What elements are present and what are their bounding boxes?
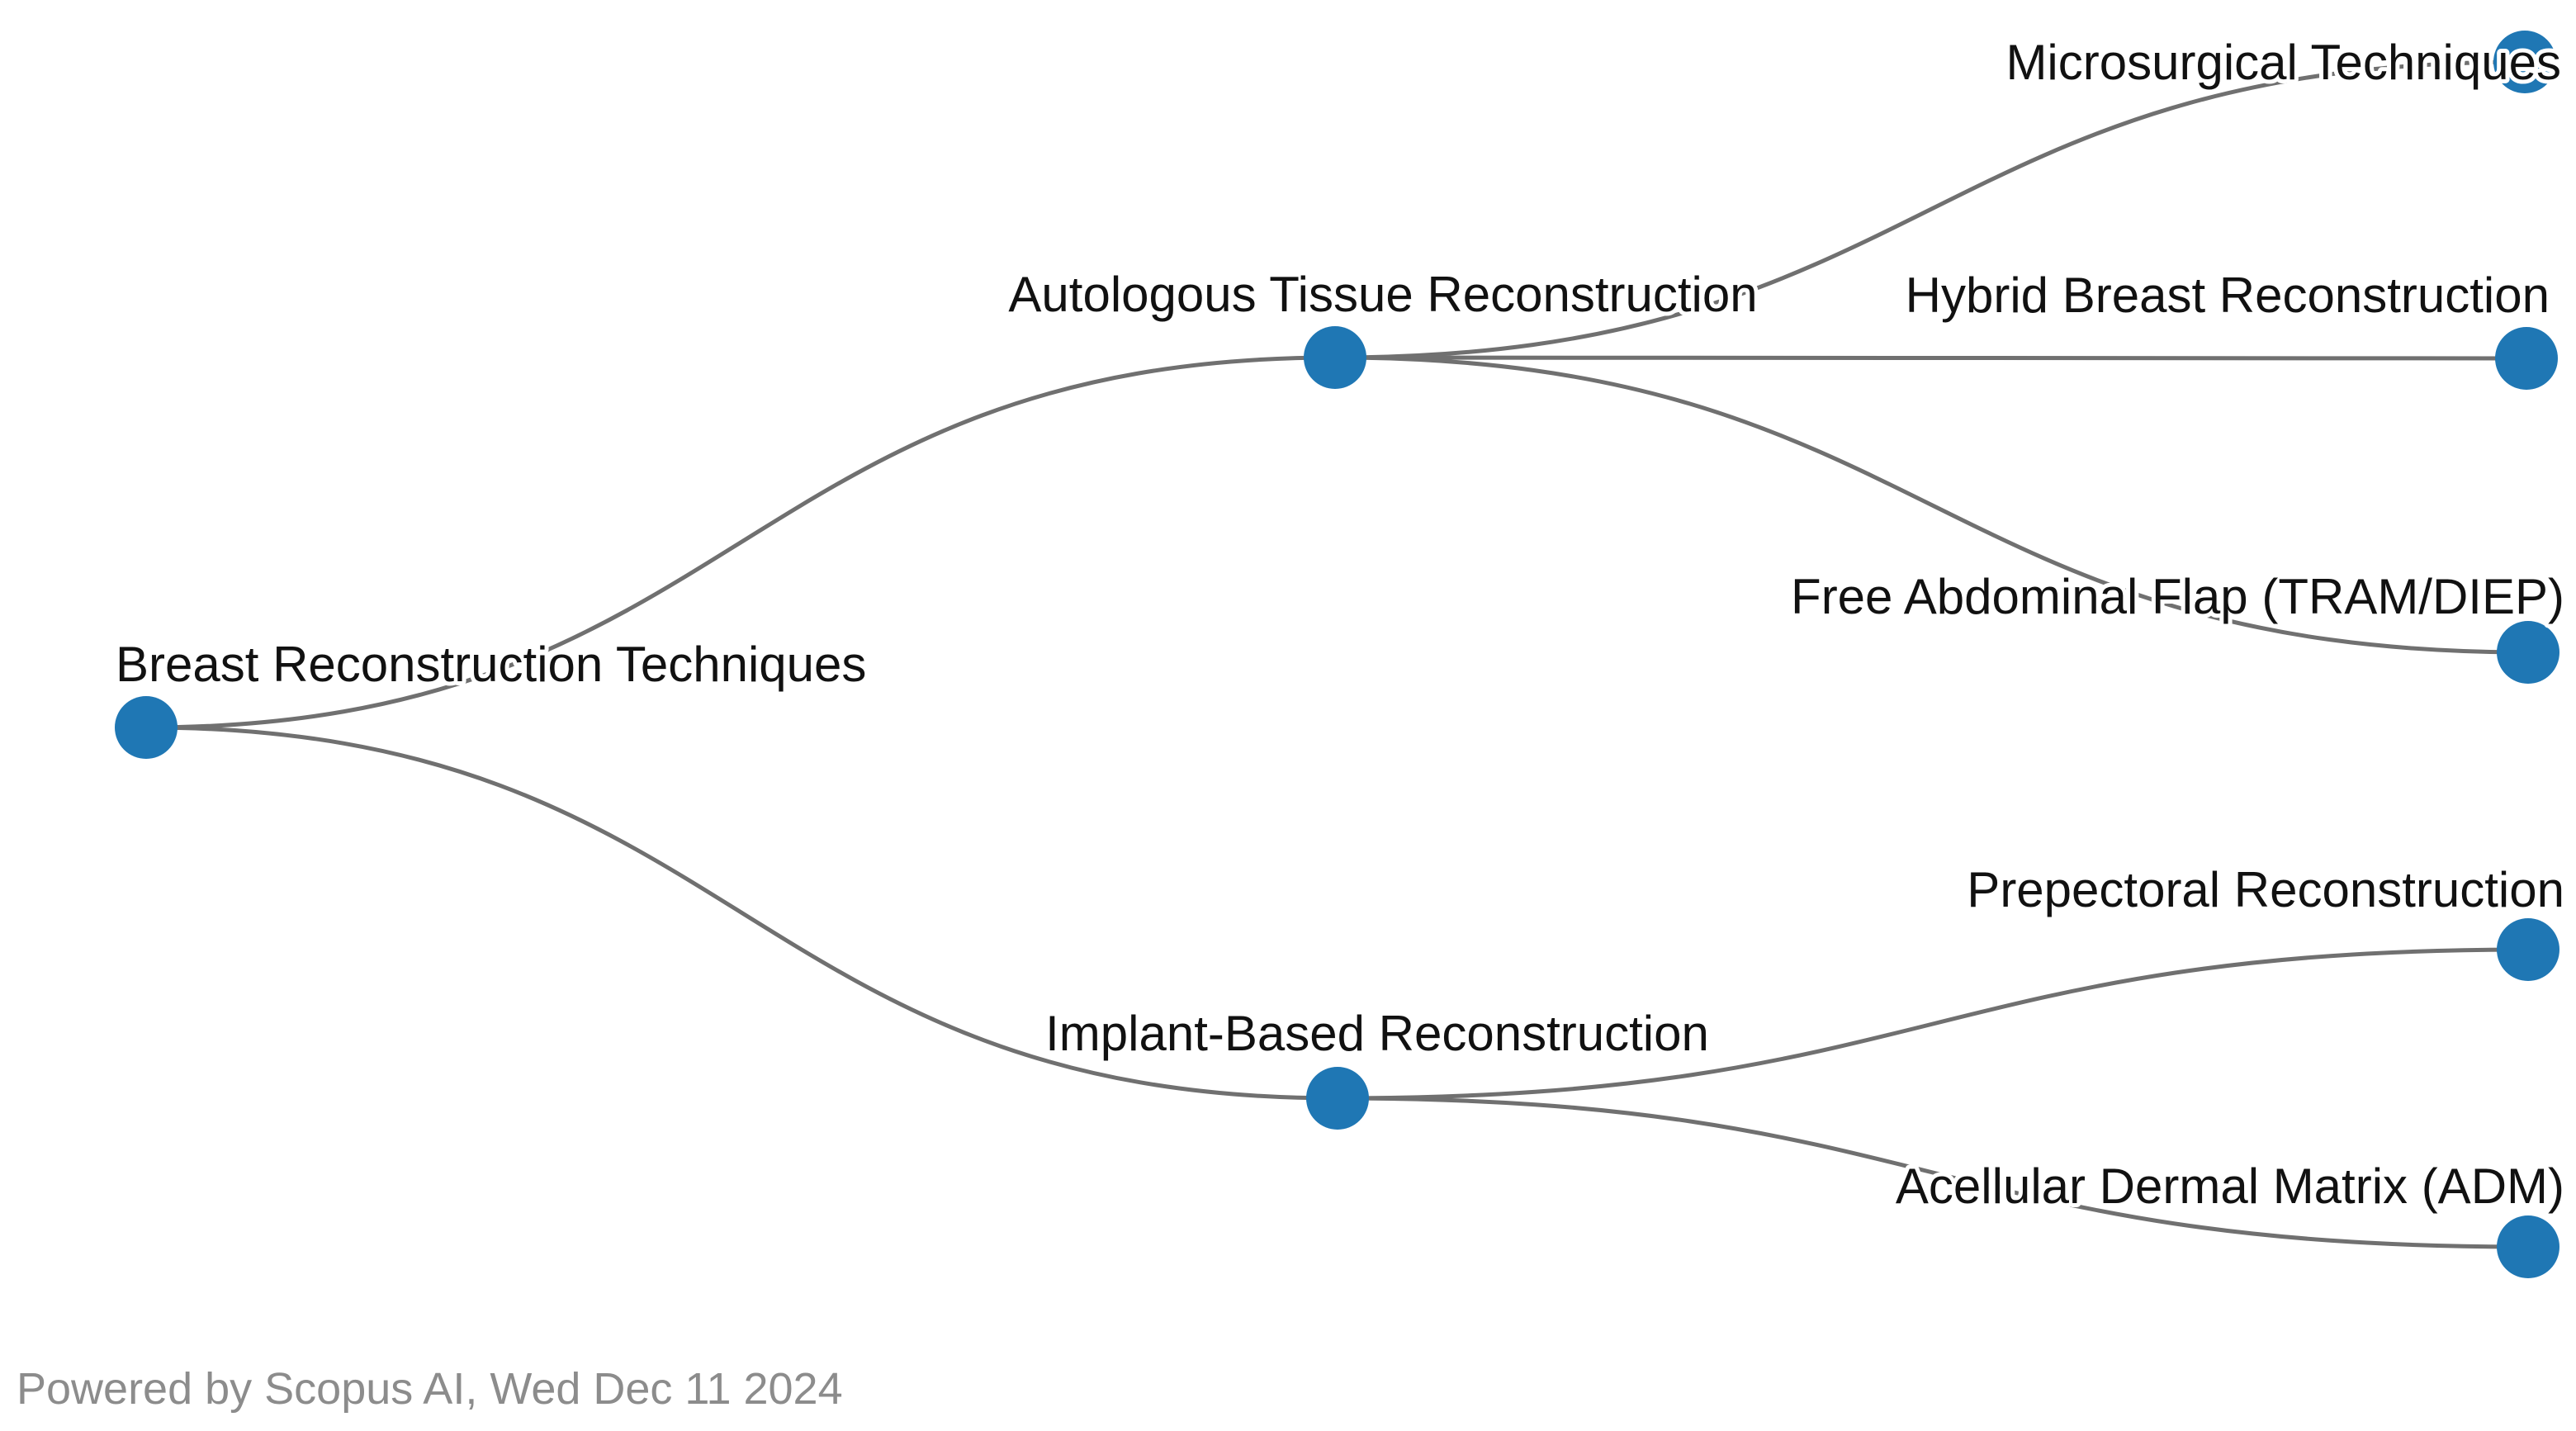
tree-link-root-implant xyxy=(145,725,1338,1101)
tree-node-label-root[interactable]: Breast Reconstruction Techniques xyxy=(111,633,870,696)
tree-node-autologous[interactable] xyxy=(1304,326,1366,389)
tree-node-label-autologous[interactable]: Autologous Tissue Reconstruction xyxy=(1004,263,1761,326)
tree-node-adm[interactable] xyxy=(2497,1215,2559,1278)
tree-node-label-hybrid[interactable]: Hybrid Breast Reconstruction xyxy=(1901,263,2554,327)
tree-node-label-microsurgical[interactable]: Microsurgical Techniques xyxy=(2001,31,2565,94)
tree-node-prepectoral[interactable] xyxy=(2497,918,2559,981)
tree-node-free-abdominal[interactable] xyxy=(2497,621,2559,684)
nodes-layer xyxy=(115,31,2559,1278)
tree-node-microsurgical[interactable] xyxy=(2493,31,2556,93)
tree-link-autologous-free-abdominal xyxy=(1334,355,2529,655)
tree-link-autologous-microsurgical xyxy=(1334,59,2526,360)
tree-node-label-prepectoral[interactable]: Prepectoral Reconstruction xyxy=(1963,858,2569,922)
links-layer xyxy=(145,59,2529,1249)
tree-node-label-free-abdominal[interactable]: Free Abdominal Flap (TRAM/DIEP) xyxy=(1787,565,2569,628)
footer-attribution: Powered by Scopus AI, Wed Dec 11 2024 xyxy=(17,1364,843,1414)
tree-node-hybrid[interactable] xyxy=(2495,327,2558,390)
tree-link-implant-prepectoral xyxy=(1337,947,2529,1101)
tree-node-root[interactable] xyxy=(115,696,178,759)
tree-node-label-implant[interactable]: Implant-Based Reconstruction xyxy=(1041,1002,1713,1065)
tree-node-label-adm[interactable]: Acellular Dermal Matrix (ADM) xyxy=(1892,1154,2569,1218)
tree-node-implant[interactable] xyxy=(1306,1067,1369,1130)
tree-link-root-autologous xyxy=(145,355,1336,730)
labels-layer: Breast Reconstruction Techniques Autologo… xyxy=(111,31,2569,1218)
tree-link-implant-adm xyxy=(1337,1096,2529,1249)
